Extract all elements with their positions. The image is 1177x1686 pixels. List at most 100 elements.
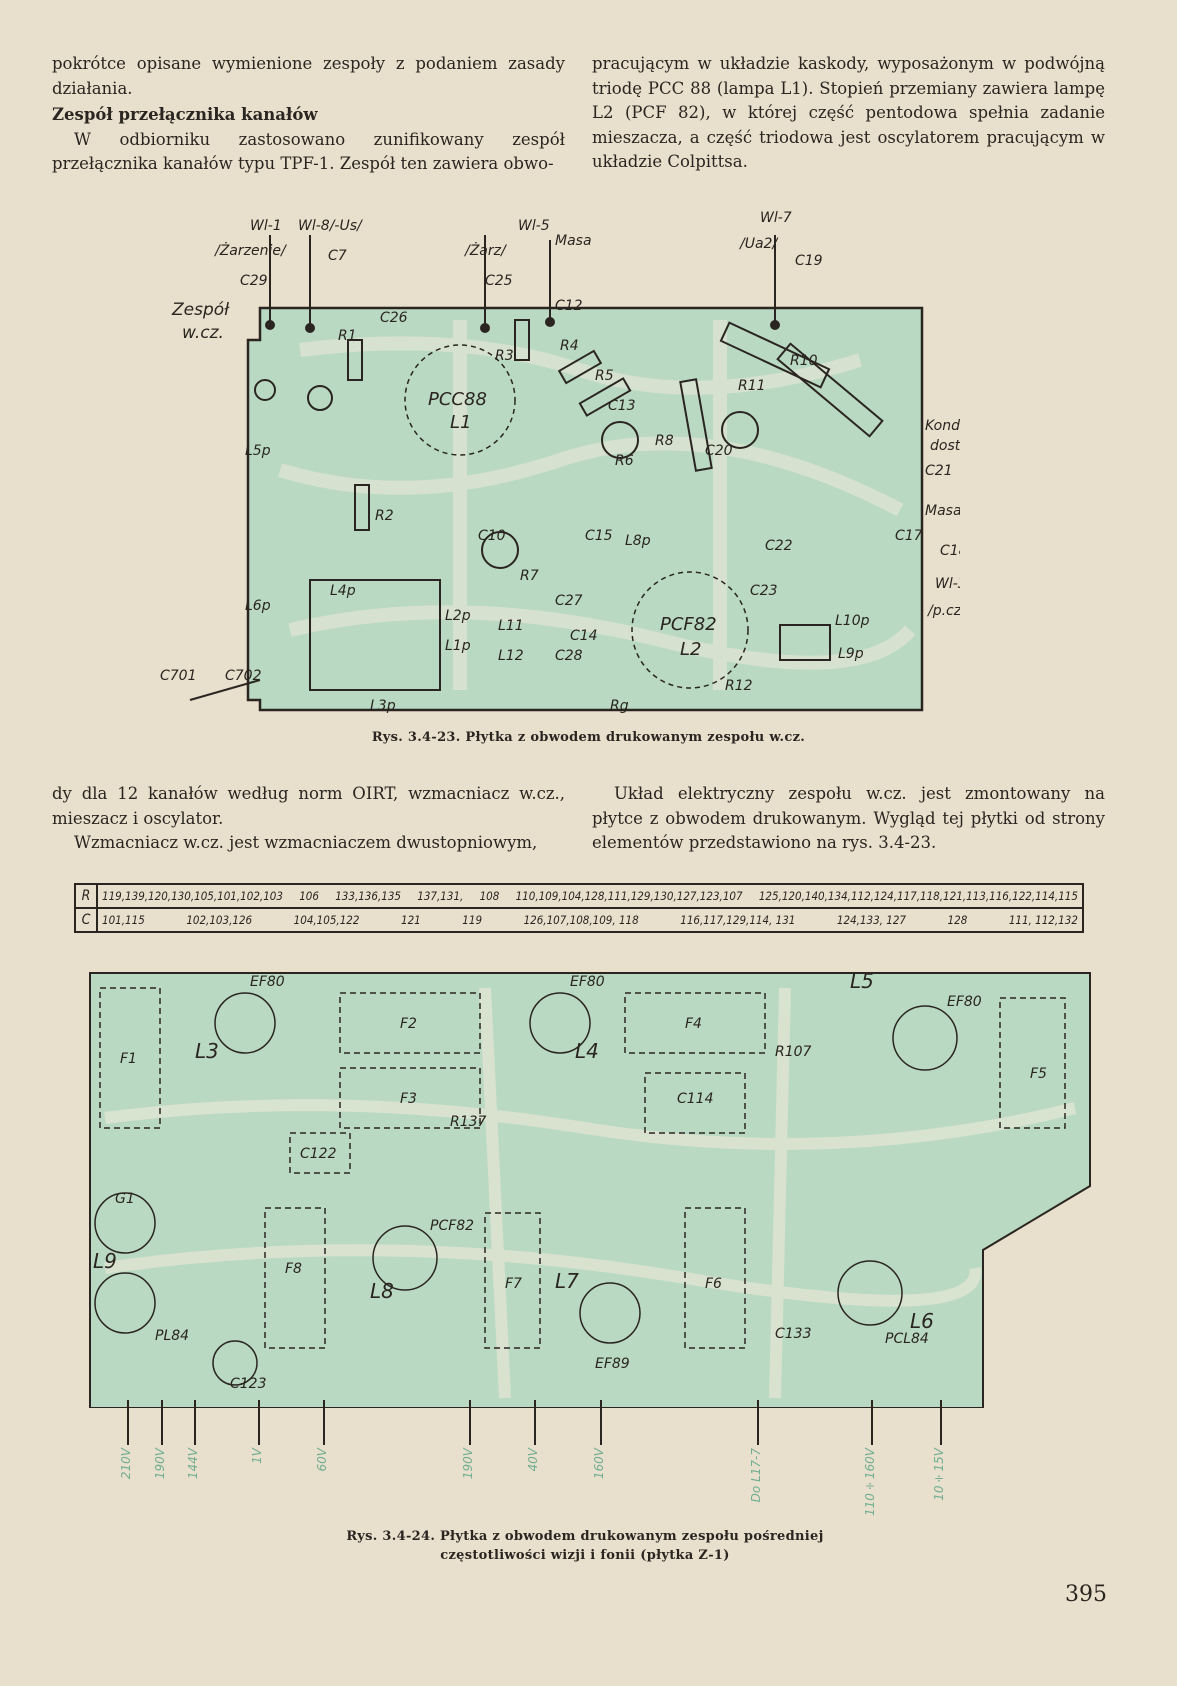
- label: L8: [370, 1279, 394, 1303]
- voltage-label: 1V: [250, 1448, 264, 1464]
- label: w.cz.: [182, 323, 224, 343]
- label: C701: [160, 668, 197, 684]
- cell: 133,136,135: [335, 889, 402, 903]
- label: R137: [450, 1114, 487, 1130]
- label: R12: [725, 678, 753, 694]
- caption-line: częstotliwości wizji i fonii (płytka Z-1…: [440, 1548, 730, 1563]
- label: EF80: [947, 994, 982, 1010]
- label: L7: [555, 1269, 579, 1293]
- label: R4: [560, 338, 579, 354]
- paragraph: W odbiorniku zastosowano zunifikowany ze…: [52, 129, 565, 174]
- cell: 102,103,126: [186, 913, 253, 927]
- label: Rg: [610, 698, 629, 714]
- label: C23: [750, 583, 778, 599]
- label: EF89: [595, 1356, 630, 1372]
- label: Zespół: [171, 300, 230, 320]
- label: R5: [595, 368, 614, 384]
- label: EF80: [570, 974, 605, 990]
- paragraph: pracującym w układzie kaskody, wyposażon…: [592, 54, 1105, 171]
- label: PCF82: [430, 1218, 474, 1234]
- row-key: C: [74, 907, 98, 933]
- row-key: R: [74, 883, 98, 909]
- label: L6p: [245, 598, 271, 614]
- label: C702: [225, 668, 262, 684]
- label: /Żarz/: [463, 241, 507, 259]
- label: F4: [685, 1016, 702, 1032]
- caption-line: Rys. 3.4-24. Płytka z obwodem drukowanym…: [346, 1529, 824, 1544]
- label: Wl-7: [760, 210, 792, 226]
- label: dostr.: [930, 438, 960, 454]
- label: F5: [1030, 1066, 1047, 1082]
- figure2-labels: EF80 EF80 EF80 PCF82 EF89 PCL84 PL84 L3 …: [93, 969, 1047, 1392]
- component-index-table: R 119,139,120,130,105,101,102,103 106 13…: [74, 883, 1084, 933]
- cell: 101,115: [102, 913, 145, 927]
- label: L10p: [835, 613, 870, 629]
- cell: 125,120,140,134,112,124,117,118,121,113,…: [758, 889, 1078, 903]
- figure1-labels: Wl-1 /Żarzenie/ Wl-8/-Us/ Wl-5 /Żarz/ Ma…: [160, 210, 960, 714]
- label: C133: [775, 1326, 812, 1342]
- label: L12: [498, 648, 524, 664]
- label: C20: [705, 443, 733, 459]
- board: [189, 306, 924, 712]
- tube-socket-l2: PCF82 L2: [631, 571, 749, 689]
- label: C28: [555, 648, 583, 664]
- voltage-label: Do L17-7: [749, 1448, 763, 1503]
- voltage-label: 10÷15V: [932, 1448, 946, 1501]
- label: C29: [240, 273, 268, 289]
- label: C17: [895, 528, 923, 544]
- top-left-column: pokrótce opisane wymienione zespoły z po…: [52, 52, 565, 177]
- label: F6: [705, 1276, 722, 1292]
- connector-pins: [265, 235, 780, 333]
- label: F8: [285, 1261, 302, 1277]
- label: L9: [93, 1249, 117, 1273]
- cell: 119: [462, 913, 483, 927]
- cell: 137,131,: [417, 889, 464, 903]
- label: C14: [570, 628, 598, 644]
- label: C25: [485, 273, 513, 289]
- label: C22: [765, 538, 793, 554]
- label: L9p: [838, 646, 864, 662]
- voltage-label: 190V: [461, 1448, 475, 1480]
- cell: 128: [947, 913, 968, 927]
- top-right-column: pracującym w układzie kaskody, wyposażon…: [592, 52, 1105, 175]
- voltage-label: 110÷160V: [863, 1448, 877, 1517]
- paragraph: Wzmacniacz w.cz. jest wzmacniaczem dwust…: [74, 833, 538, 852]
- label: R11: [738, 378, 766, 394]
- label: R2: [375, 508, 394, 524]
- figure1-caption: Rys. 3.4-23. Płytka z obwodem drukowanym…: [371, 730, 806, 745]
- label: C21: [925, 463, 953, 479]
- mid-left-column: dy dla 12 kanałów według norm OIRT, wzma…: [52, 782, 565, 856]
- label: L2p: [445, 608, 471, 624]
- cell: 124,133, 127: [836, 913, 906, 927]
- label: Kond.: [925, 418, 960, 434]
- cell: 119,139,120,130,105,101,102,103: [102, 889, 283, 903]
- label: L3: [195, 1039, 219, 1063]
- voltage-label: 160V: [592, 1448, 606, 1480]
- label-pcf82: PCF82: [660, 614, 717, 635]
- voltage-label: 210V: [119, 1448, 133, 1480]
- label: L4p: [330, 583, 356, 599]
- cell: 116,117,129,114, 131: [680, 913, 796, 927]
- figure-rf-board: PCC88 L1 PCF82 L2 Wl-1 /Żarzenie/ Wl-8/-…: [160, 210, 960, 714]
- label: C18: [940, 543, 960, 559]
- label: /Ua2/: [738, 236, 778, 252]
- mid-right-column: Układ elektryczny zespołu w.cz. jest zmo…: [592, 782, 1105, 856]
- label: EF80: [250, 974, 285, 990]
- label: R10: [790, 353, 818, 369]
- label: C26: [380, 310, 408, 326]
- tube-sockets: [94, 992, 958, 1386]
- voltage-label: 190V: [153, 1448, 167, 1480]
- label: L3p: [370, 698, 396, 714]
- label-pcc88: PCC88: [428, 389, 487, 410]
- paragraph: dy dla 12 kanałów według norm OIRT, wzma…: [52, 784, 565, 828]
- cell: 108: [479, 889, 500, 903]
- label: C15: [585, 528, 613, 544]
- label: PCL84: [885, 1331, 929, 1347]
- label: L5: [850, 969, 874, 993]
- label: C13: [608, 398, 636, 414]
- tube-socket-l1: PCC88 L1: [404, 344, 516, 456]
- label: C10: [478, 528, 506, 544]
- label: L5p: [245, 443, 271, 459]
- label: Wl-8/-Us/: [298, 218, 363, 234]
- label: F3: [400, 1091, 417, 1107]
